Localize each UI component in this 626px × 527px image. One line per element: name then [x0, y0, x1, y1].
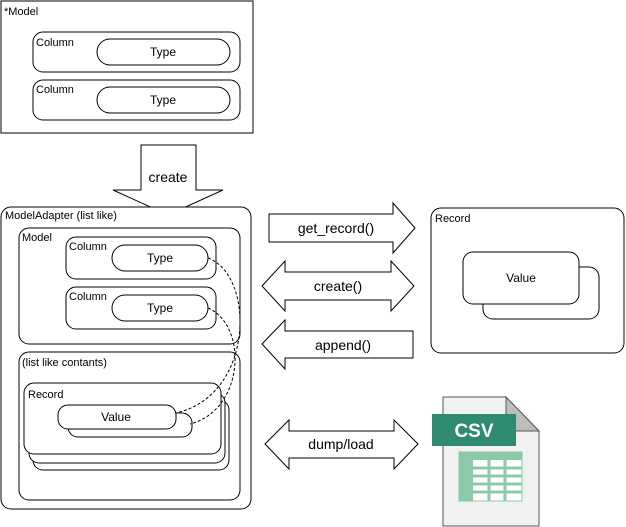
adapter-record-title: Record	[28, 389, 63, 401]
adapter-value-label: Value	[101, 410, 131, 424]
model-column-2: Column Type	[32, 79, 241, 121]
model-box-title: *Model	[4, 6, 38, 18]
list-contents-box: (list like contants) Record Value	[18, 351, 241, 501]
adapter-record: Record Value	[23, 382, 222, 455]
dump-load-arrow: dump/load	[264, 418, 419, 471]
adapter-column-2-type: Type	[147, 301, 173, 315]
dump-load-label: dump/load	[308, 436, 373, 452]
get-record-arrow: get_record()	[268, 201, 416, 255]
adapter-model-box: Model Column Type Column Type	[18, 227, 241, 345]
model-column-1-label: Column	[36, 37, 74, 49]
record-value	[462, 251, 580, 305]
create-method-arrow: create()	[261, 259, 415, 313]
adapter-column-2: Column Type	[65, 286, 217, 330]
csv-label: CSV	[454, 421, 493, 442]
record-value-label: Value	[506, 271, 536, 285]
adapter-column-1-type: Type	[147, 251, 173, 265]
adapter-column-1-label: Column	[69, 241, 107, 253]
adapter-column-2-label: Column	[69, 291, 107, 303]
csv-file-icon: CSV	[432, 395, 541, 527]
model-adapter-title: ModelAdapter (list like)	[5, 210, 117, 222]
csv-grid	[458, 451, 523, 502]
model-column-1-type: Type	[150, 45, 176, 59]
record-box: Record Value	[430, 207, 625, 354]
model-column-1: Column Type	[32, 31, 241, 73]
append-arrow: append()	[261, 318, 414, 371]
get-record-label: get_record()	[298, 220, 374, 236]
model-column-2-label: Column	[36, 84, 74, 96]
append-label: append()	[315, 337, 371, 353]
csv-banner	[432, 414, 516, 446]
adapter-column-1: Column Type	[65, 236, 217, 280]
create-method-label: create()	[314, 278, 362, 294]
list-contents-title: (list like contants)	[22, 357, 107, 369]
adapter-value	[57, 404, 177, 430]
dashed-connector-1	[175, 257, 241, 414]
model-box: *Model Column Type Column Type	[0, 0, 254, 134]
create-arrow-label: create	[149, 169, 188, 185]
adapter-model-title: Model	[22, 232, 52, 244]
record-box-title: Record	[435, 213, 470, 225]
model-adapter-box: ModelAdapter (list like) Model Column Ty…	[0, 206, 252, 510]
dashed-connector-2	[189, 307, 236, 425]
create-arrow: create	[112, 144, 224, 216]
model-column-2-type: Type	[150, 93, 176, 107]
